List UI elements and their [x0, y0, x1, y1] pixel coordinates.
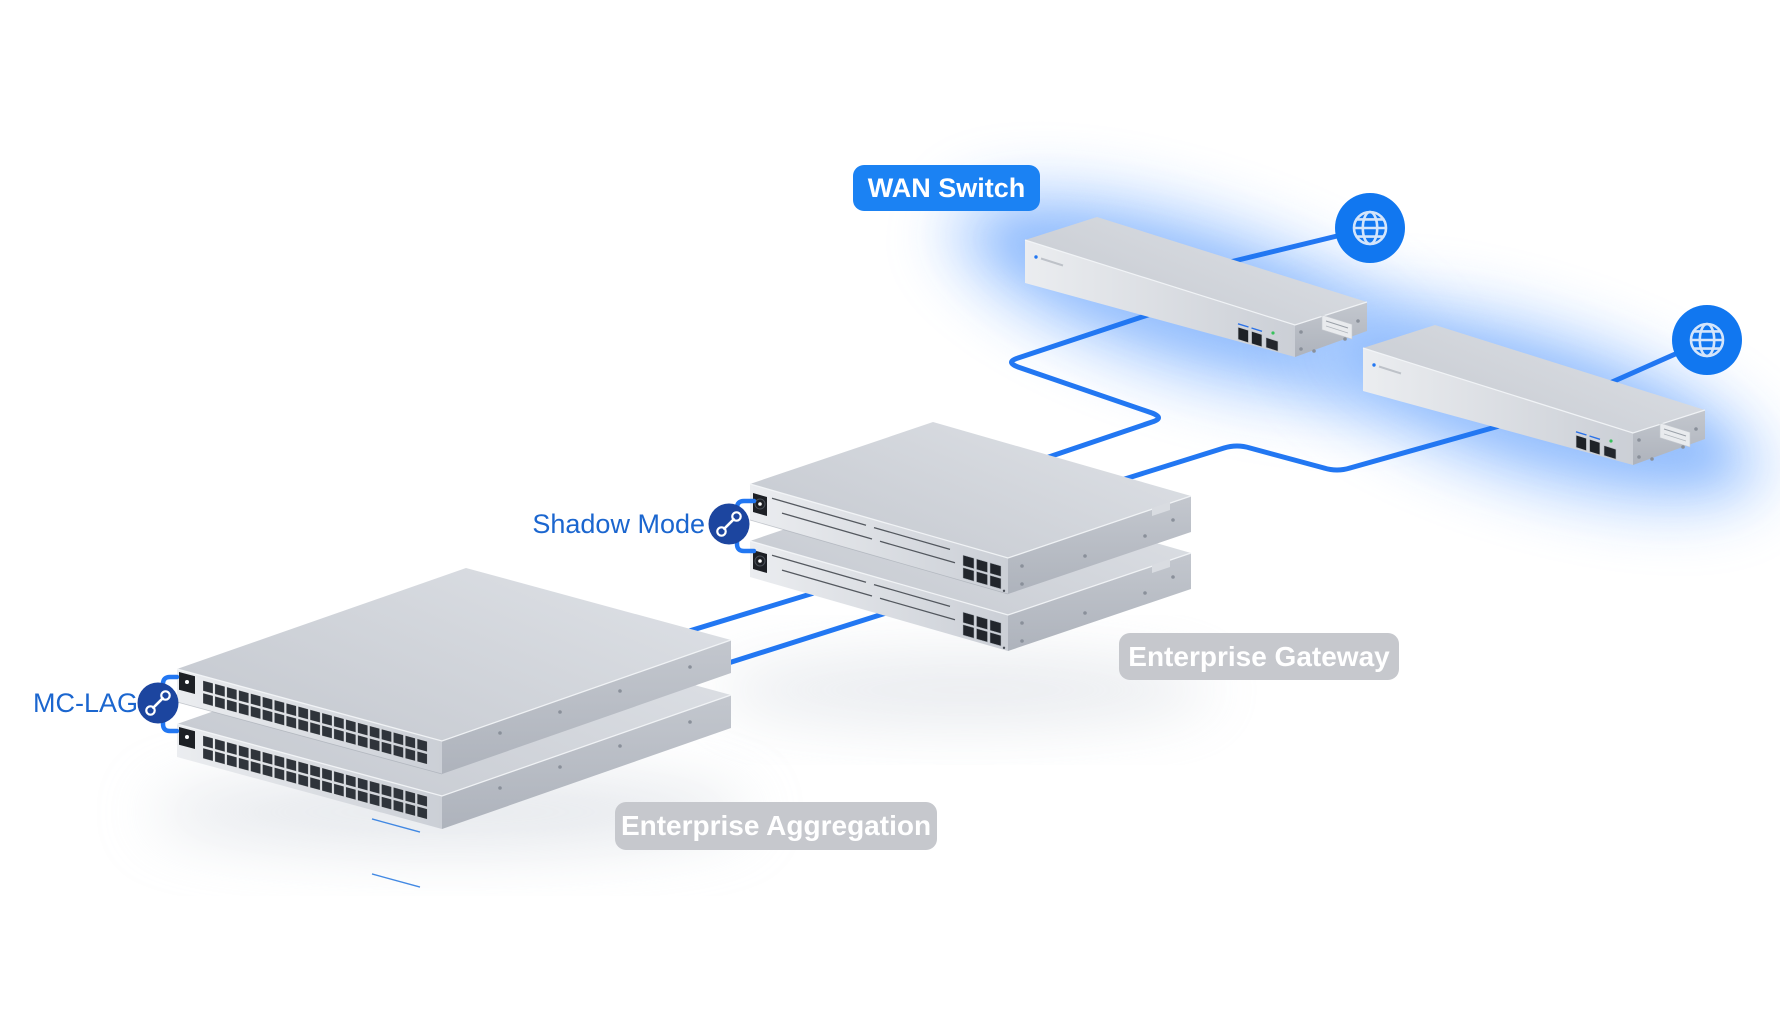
sfp-ports — [202, 680, 428, 833]
link-icon — [137, 682, 179, 724]
link-aggregation-gateway-2 — [697, 604, 908, 675]
wan-ports — [1237, 323, 1279, 352]
mc-lag-bracket — [137, 674, 180, 734]
wan-switch-1 — [1024, 217, 1368, 357]
aggregation-switch-1 — [176, 568, 732, 833]
mc-lag-label: MC-LAG — [32, 688, 138, 718]
spec-label — [1659, 422, 1691, 448]
shadow-mode-label: Shadow Mode — [532, 509, 705, 539]
gateway-ports — [771, 554, 1006, 650]
wan-switch-2 — [1362, 325, 1706, 465]
link-icon — [708, 503, 750, 545]
brand-logo-dot — [1034, 255, 1038, 259]
gateway-shadow — [715, 656, 1215, 724]
wan-ports — [1575, 431, 1617, 460]
sfp-ports — [202, 735, 428, 888]
gateway-1 — [749, 422, 1192, 595]
spec-label — [1321, 314, 1353, 340]
enterprise-aggregation-badge: Enterprise Aggregation — [615, 802, 937, 850]
internet-globe-icon — [1335, 193, 1405, 263]
shadow-mode-bracket — [708, 498, 757, 554]
brand-logo-dot — [1372, 363, 1376, 367]
link-gateway-wan2 — [1109, 420, 1513, 486]
chassis-screws — [498, 319, 1698, 790]
wan-switch-badge: WAN Switch — [853, 165, 1040, 211]
internet-globe-icon — [1672, 305, 1742, 375]
link-gateway-wan1 — [1009, 308, 1163, 467]
gateway-ports — [771, 497, 1006, 593]
connection-lines — [637, 225, 1710, 675]
enterprise-gateway-badge: Enterprise Gateway — [1119, 633, 1399, 680]
